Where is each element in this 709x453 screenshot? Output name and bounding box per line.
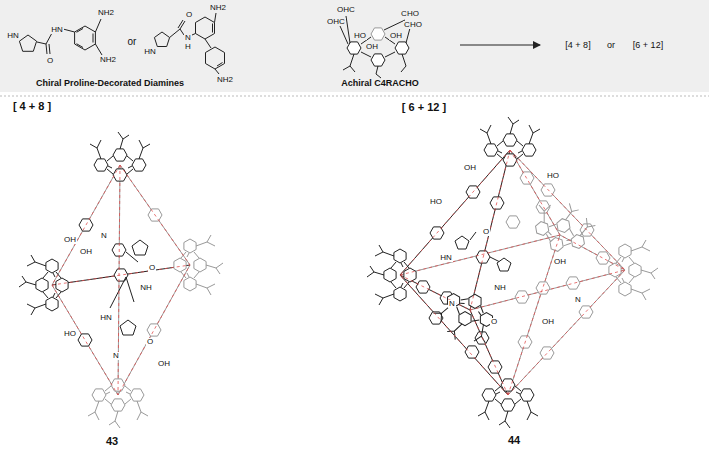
compound-number: 44 [506,435,522,447]
atom-label: OH [389,32,403,40]
section-heading: [ 6 + 12 ] [400,102,448,114]
resorcinarene-structure [340,16,410,78]
atom-label: NH2 [216,76,234,84]
atom-label: O [146,338,154,346]
atom-label: OH [63,236,77,244]
atom-label: HN [6,32,20,40]
atom-label: HN [439,254,453,262]
diamine-structure [154,13,224,74]
atom-label: NH2 [209,4,227,12]
atom-label: HN [143,48,157,56]
atom-label: HN [99,314,113,322]
atom-label: H [184,43,192,51]
atom-label: CHO [400,10,420,18]
connector-word: or [127,37,138,48]
cage-43-drawing [19,132,223,428]
cage-44-drawing [367,117,658,428]
atom-label: OH [553,258,567,266]
atom-label: OH [541,318,555,326]
atom-label: O [490,318,498,326]
reagent-caption: Chiral Proline-Decorated Diamines [36,79,184,88]
atom-label: NH [493,284,507,292]
atom-label: NH2 [97,9,115,17]
atom-label: O [185,11,193,19]
atom-label: OH [463,164,477,172]
atom-label: O [148,264,156,272]
atom-label: O [46,57,54,65]
atom-label: OHC [326,18,346,26]
compound-number: 43 [104,436,120,448]
atom-label: CHO [403,21,423,29]
reagent-caption: Achiral C4RACHO [341,79,419,88]
product-label: [4 + 8] [564,41,591,50]
atom-label: NH [139,284,153,292]
atom-label: O [482,228,490,236]
reaction-arrow [460,44,540,45]
atom-label: HO [353,32,367,40]
atom-label: OH [157,360,171,368]
atom-label: HO [63,330,77,338]
atom-label: N [448,300,456,308]
header-band [0,0,709,92]
atom-label: OH [79,248,93,256]
atom-label: OH [365,43,379,51]
atom-label: HO [546,172,560,180]
atom-label: N [184,34,192,42]
atom-label: N [112,352,120,360]
atom-label: HN [50,26,64,34]
product-label: or [606,41,616,50]
section-heading: [ 4 + 8 ] [11,101,53,113]
atom-label: NH2 [99,56,117,64]
atom-label: N [100,232,108,240]
atom-label: N [574,296,582,304]
diamine-structure [19,19,102,55]
atom-label: HO [429,198,443,206]
separator [0,96,709,97]
product-label: [6 + 12] [632,41,664,50]
atom-label: OHC [336,6,356,14]
